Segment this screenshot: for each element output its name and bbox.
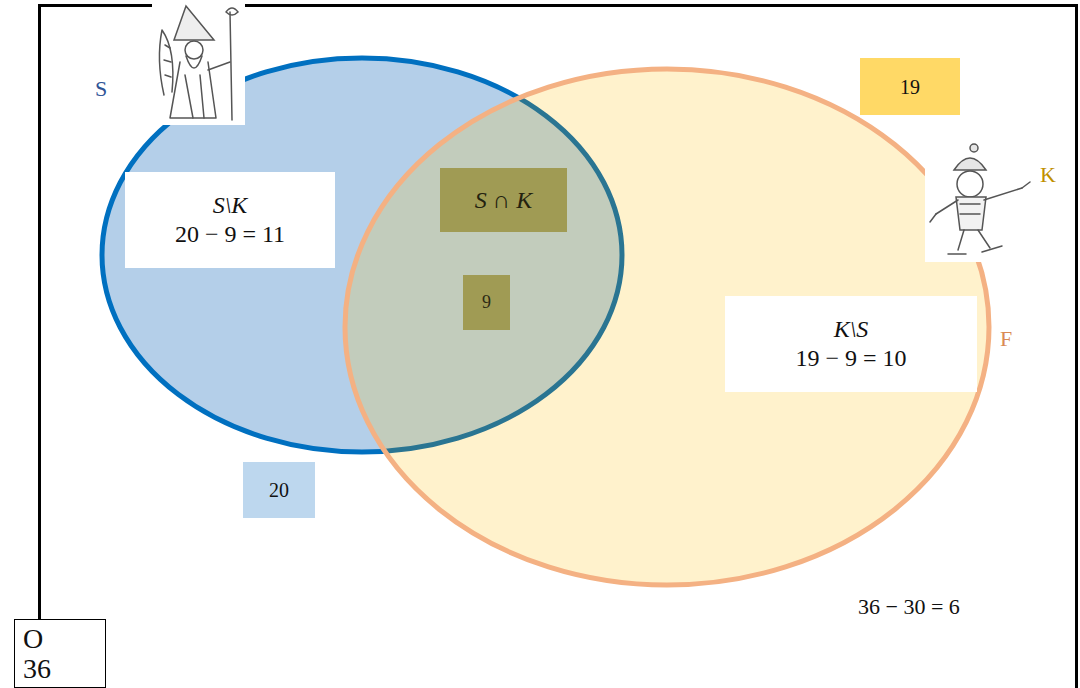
set-name: K	[1040, 162, 1056, 188]
count-number: 36	[23, 654, 51, 683]
skater-picture	[925, 140, 1035, 262]
set-expression: S ∩ K	[475, 186, 532, 215]
intersection-box: S ∩ K	[440, 168, 567, 232]
count-box: 20	[243, 462, 315, 518]
stray-label: F	[1000, 326, 1012, 352]
set-expression: S\K	[213, 191, 248, 220]
wizard-picture	[152, 0, 245, 125]
difference-box: S\K20 − 9 = 11	[125, 172, 335, 268]
count-box: 9	[463, 275, 510, 330]
set-outline	[345, 69, 989, 585]
set-expression: K\S	[834, 315, 869, 344]
count-number: 19	[900, 75, 920, 99]
count-number: 9	[482, 292, 491, 314]
count-box: 19	[860, 58, 960, 115]
set-name: S	[95, 76, 107, 102]
calculation: 20 − 9 = 11	[175, 220, 285, 249]
result-text: 36 − 30 = 6	[858, 594, 960, 620]
difference-box: K\S19 − 9 = 10	[725, 296, 977, 392]
universe-count-box: O36	[14, 619, 106, 688]
universe-name: O	[23, 624, 43, 653]
count-number: 20	[269, 478, 289, 502]
calculation: 19 − 9 = 10	[795, 344, 906, 373]
